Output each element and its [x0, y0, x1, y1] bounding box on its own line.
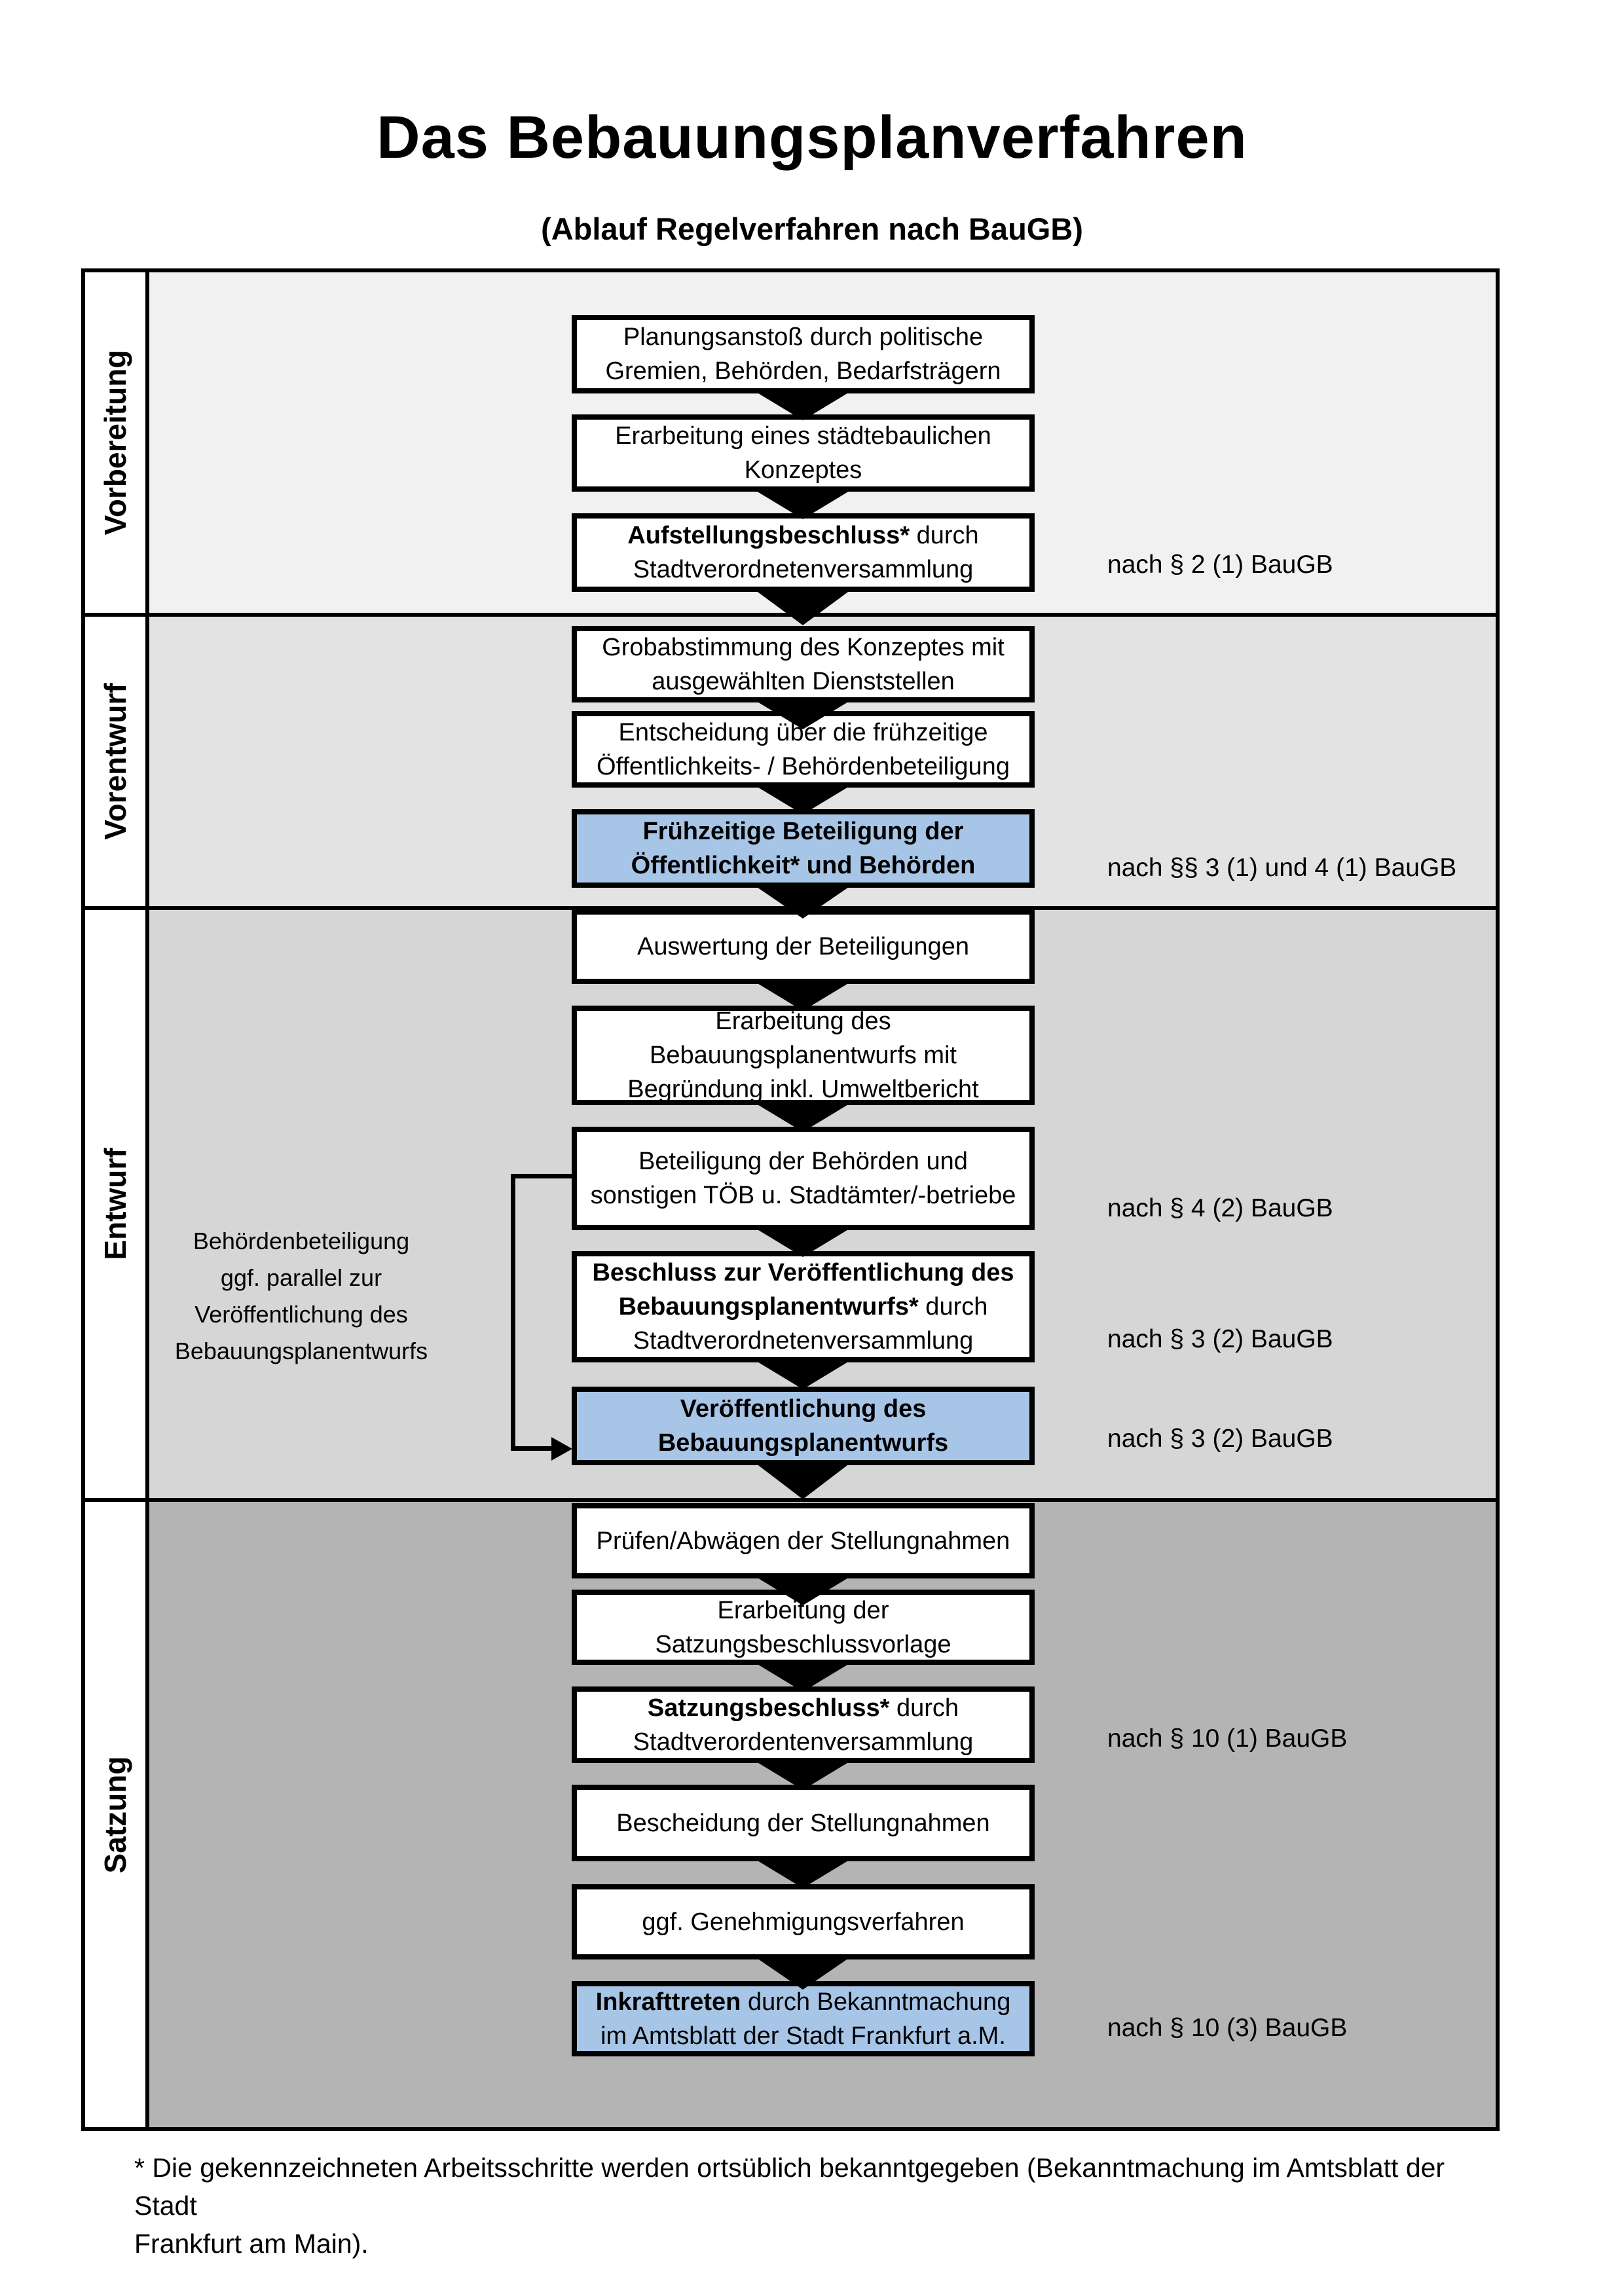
flow-step-text: Bescheidung der Stellungnahmen: [616, 1809, 990, 1837]
band-label-entwurf: Entwurf: [98, 1148, 132, 1260]
flow-arrow-down-icon: [753, 981, 853, 1011]
flow-step-text-bold: Aufstellungsbeschluss*: [627, 522, 910, 549]
flow-step-text: Erarbeitung des Bebauungsplanentwurfs mi…: [627, 1008, 979, 1103]
flow-step-text: Planungsanstoß durch politische Gremien,…: [605, 323, 1001, 385]
flow-step-text: Grobabstimmung des Konzeptes mit ausgewä…: [602, 633, 1005, 695]
flow-step-bescheidung: Bescheidung der Stellungnahmen: [572, 1785, 1035, 1861]
flow-step-aufstellungsbeschluss: Aufstellungsbeschluss* durch Stadtverord…: [572, 513, 1035, 592]
flow-arrow-down-icon: [753, 1956, 853, 1990]
legal-ref-veroeffentlichung: nach § 3 (2) BauGB: [1107, 1425, 1333, 1453]
band-label-cell: Vorentwurf: [85, 617, 149, 906]
flow-step-inkrafttreten: Inkrafttreten durch Bekanntmachung im Am…: [572, 1981, 1035, 2056]
flow-step-pruefen-abwaegen: Prüfen/Abwägen der Stellungnahmen: [572, 1503, 1035, 1578]
page-subtitle: (Ablauf Regelverfahren nach BauGB): [541, 211, 1083, 246]
process-frame: Vorbereitung Vorentwurf Entwurf Satzung …: [81, 268, 1500, 2131]
flow-step-text: Auswertung der Beteiligungen: [637, 933, 969, 960]
flow-step-text-rest: durch Bekanntmachung im Amtsblatt der St…: [600, 1988, 1011, 2050]
flow-step-text: Beteiligung der Behörden und sonstigen T…: [590, 1148, 1016, 1209]
flow-step-auswertung: Auswertung der Beteiligungen: [572, 909, 1035, 984]
flow-step-text-rest: durch Stadtverordentenversammlung: [633, 1694, 974, 1756]
bracket-line-vertical: [511, 1174, 515, 1451]
flow-step-text: Prüfen/Abwägen der Stellungnahmen: [596, 1527, 1010, 1555]
flow-step-text: Satzungsbeschluss* durch Stadtverordente…: [633, 1691, 974, 1759]
flow-arrow-down-icon: [753, 1858, 853, 1888]
flow-step-text: Inkrafttreten durch Bekanntmachung im Am…: [596, 1985, 1011, 2053]
footnote: * Die gekennzeichneten Arbeitsschritte w…: [134, 2153, 1445, 2259]
flow-arrow-down-icon: [753, 1461, 853, 1499]
band-label-vorentwurf: Vorentwurf: [98, 683, 132, 840]
legal-ref-veroeffentlichungsbeschluss: nach § 3 (2) BauGB: [1107, 1325, 1333, 1353]
flow-arrow-down-icon: [753, 589, 853, 625]
flow-step-text-bold: Satzungsbeschluss*: [647, 1694, 890, 1722]
bracket-line-top: [511, 1174, 573, 1178]
legal-ref-fruehzeitige-beteiligung: nach §§ 3 (1) und 4 (1) BauGB: [1107, 854, 1457, 882]
band-label-cell: Vorbereitung: [85, 272, 149, 613]
legal-ref-behoerden-beteiligung: nach § 4 (2) BauGB: [1107, 1194, 1333, 1222]
band-label-cell: Entwurf: [85, 910, 149, 1498]
flow-arrow-down-icon: [753, 784, 853, 814]
flow-step-genehmigungsverfahren: ggf. Genehmigungsverfahren: [572, 1884, 1035, 1959]
flow-step-text-bold: Beschluss zur Veröffentlichung des Bebau…: [592, 1259, 1014, 1321]
flow-arrow-down-icon: [753, 1102, 853, 1132]
bracket-line-bottom: [511, 1446, 555, 1451]
flow-step-text-bold: Veröffentlichung des Bebauungsplanentwur…: [657, 1395, 949, 1457]
flow-step-planungsanstoss: Planungsanstoß durch politische Gremien,…: [572, 315, 1035, 393]
legal-ref-aufstellungsbeschluss: nach § 2 (1) BauGB: [1107, 551, 1333, 579]
flow-step-grobabstimmung: Grobabstimmung des Konzeptes mit ausgewä…: [572, 626, 1035, 702]
band-label-satzung: Satzung: [98, 1756, 132, 1873]
flow-step-entwurf-erarbeitung: Erarbeitung des Bebauungsplanentwurfs mi…: [572, 1006, 1035, 1105]
flow-step-text: Beschluss zur Veröffentlichung des Bebau…: [592, 1256, 1014, 1358]
flow-step-text: ggf. Genehmigungsverfahren: [642, 1908, 965, 1936]
page-title: Das Bebauungsplanverfahren: [377, 104, 1247, 171]
flow-arrow-down-icon: [753, 1760, 853, 1790]
flow-step-satzungsbeschluss: Satzungsbeschluss* durch Stadtverordente…: [572, 1686, 1035, 1763]
flow-step-behoerden-beteiligung: Beteiligung der Behörden und sonstigen T…: [572, 1127, 1035, 1230]
flow-arrow-down-icon: [753, 489, 853, 519]
flow-step-text: Erarbeitung der Satzungsbeschlussvorlage: [655, 1596, 951, 1658]
legal-ref-inkrafttreten: nach § 10 (3) BauGB: [1107, 2014, 1348, 2042]
bracket-arrow-right-icon: [551, 1437, 572, 1461]
flow-arrow-down-icon: [753, 1359, 853, 1389]
flow-step-text-rest: durch Stadtverordnetenversammlung: [633, 522, 979, 583]
flow-step-veroeffentlichung: Veröffentlichung des Bebauungsplanentwur…: [572, 1387, 1035, 1465]
flow-step-text: Aufstellungsbeschluss* durch Stadtverord…: [627, 519, 978, 587]
flow-arrow-down-icon: [753, 1662, 853, 1692]
flow-arrow-down-icon: [753, 390, 853, 420]
flow-step-text-bold: Frühzeitige Beteiligung der Öffentlichke…: [631, 818, 976, 879]
flow-arrow-down-icon: [753, 884, 853, 919]
side-note-behoerdenbeteiligung: Behördenbeteiligung ggf. parallel zur Ve…: [174, 1228, 428, 1364]
band-label-vorbereitung: Vorbereitung: [98, 350, 132, 536]
band-label-cell: Satzung: [85, 1502, 149, 2127]
flow-step-text: Erarbeitung eines städtebaulichen Konzep…: [615, 422, 991, 484]
flow-step-fruehzeitige-beteiligung: Frühzeitige Beteiligung der Öffentlichke…: [572, 809, 1035, 888]
flow-step-text-rest: durch Stadtverordnetenversammlung: [633, 1293, 988, 1355]
flow-arrow-down-icon: [753, 1227, 853, 1257]
flow-step-text-bold: Inkrafttreten: [595, 1988, 741, 2016]
flow-arrow-down-icon: [753, 699, 853, 729]
flow-step-veroeffentlichungsbeschluss: Beschluss zur Veröffentlichung des Bebau…: [572, 1251, 1035, 1362]
legal-ref-satzungsbeschluss: nach § 10 (1) BauGB: [1107, 1724, 1348, 1753]
flow-step-konzept-erarbeitung: Erarbeitung eines städtebaulichen Konzep…: [572, 414, 1035, 492]
flow-arrow-down-icon: [753, 1575, 853, 1605]
